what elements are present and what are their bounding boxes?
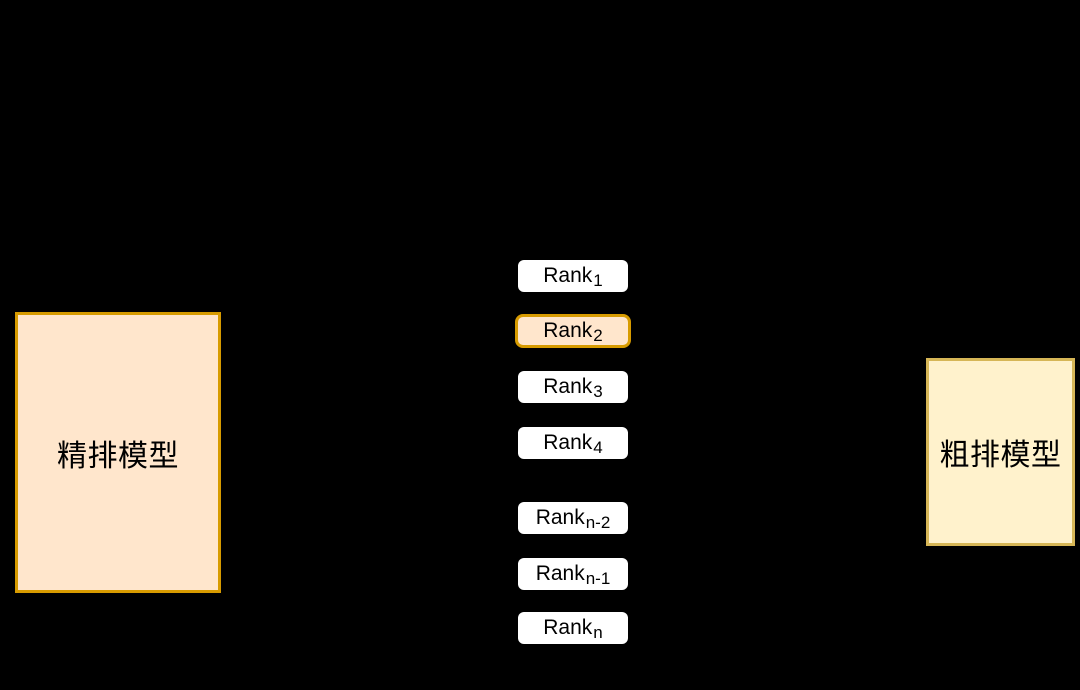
- coarse-rank-model-label: 粗排模型: [939, 439, 1062, 472]
- rank-label-base: Rank: [543, 431, 593, 454]
- rank-label-sub: 1: [593, 271, 603, 290]
- rank-label-sub: 2: [593, 326, 603, 345]
- rank-label-base: Rank: [535, 506, 585, 529]
- rank-label-base: Rank: [535, 562, 585, 585]
- fine-rank-model-box: 精排模型: [15, 312, 221, 593]
- rank-label-sub: 3: [593, 382, 603, 401]
- rank-label-base: Rank: [543, 375, 593, 398]
- rank-label-sub: n-2: [585, 513, 611, 532]
- rank-label-sub: n-1: [585, 569, 611, 588]
- fine-rank-model-label: 精排模型: [57, 439, 179, 473]
- rank-label-sub: 4: [593, 438, 603, 457]
- rank-label-base: Rank: [543, 264, 593, 287]
- rank-label-base: Rank: [543, 616, 593, 639]
- rank-label-base: Rank: [543, 319, 593, 342]
- rank-label-sub: n: [593, 623, 603, 642]
- coarse-rank-model-box: 粗排模型: [926, 358, 1075, 546]
